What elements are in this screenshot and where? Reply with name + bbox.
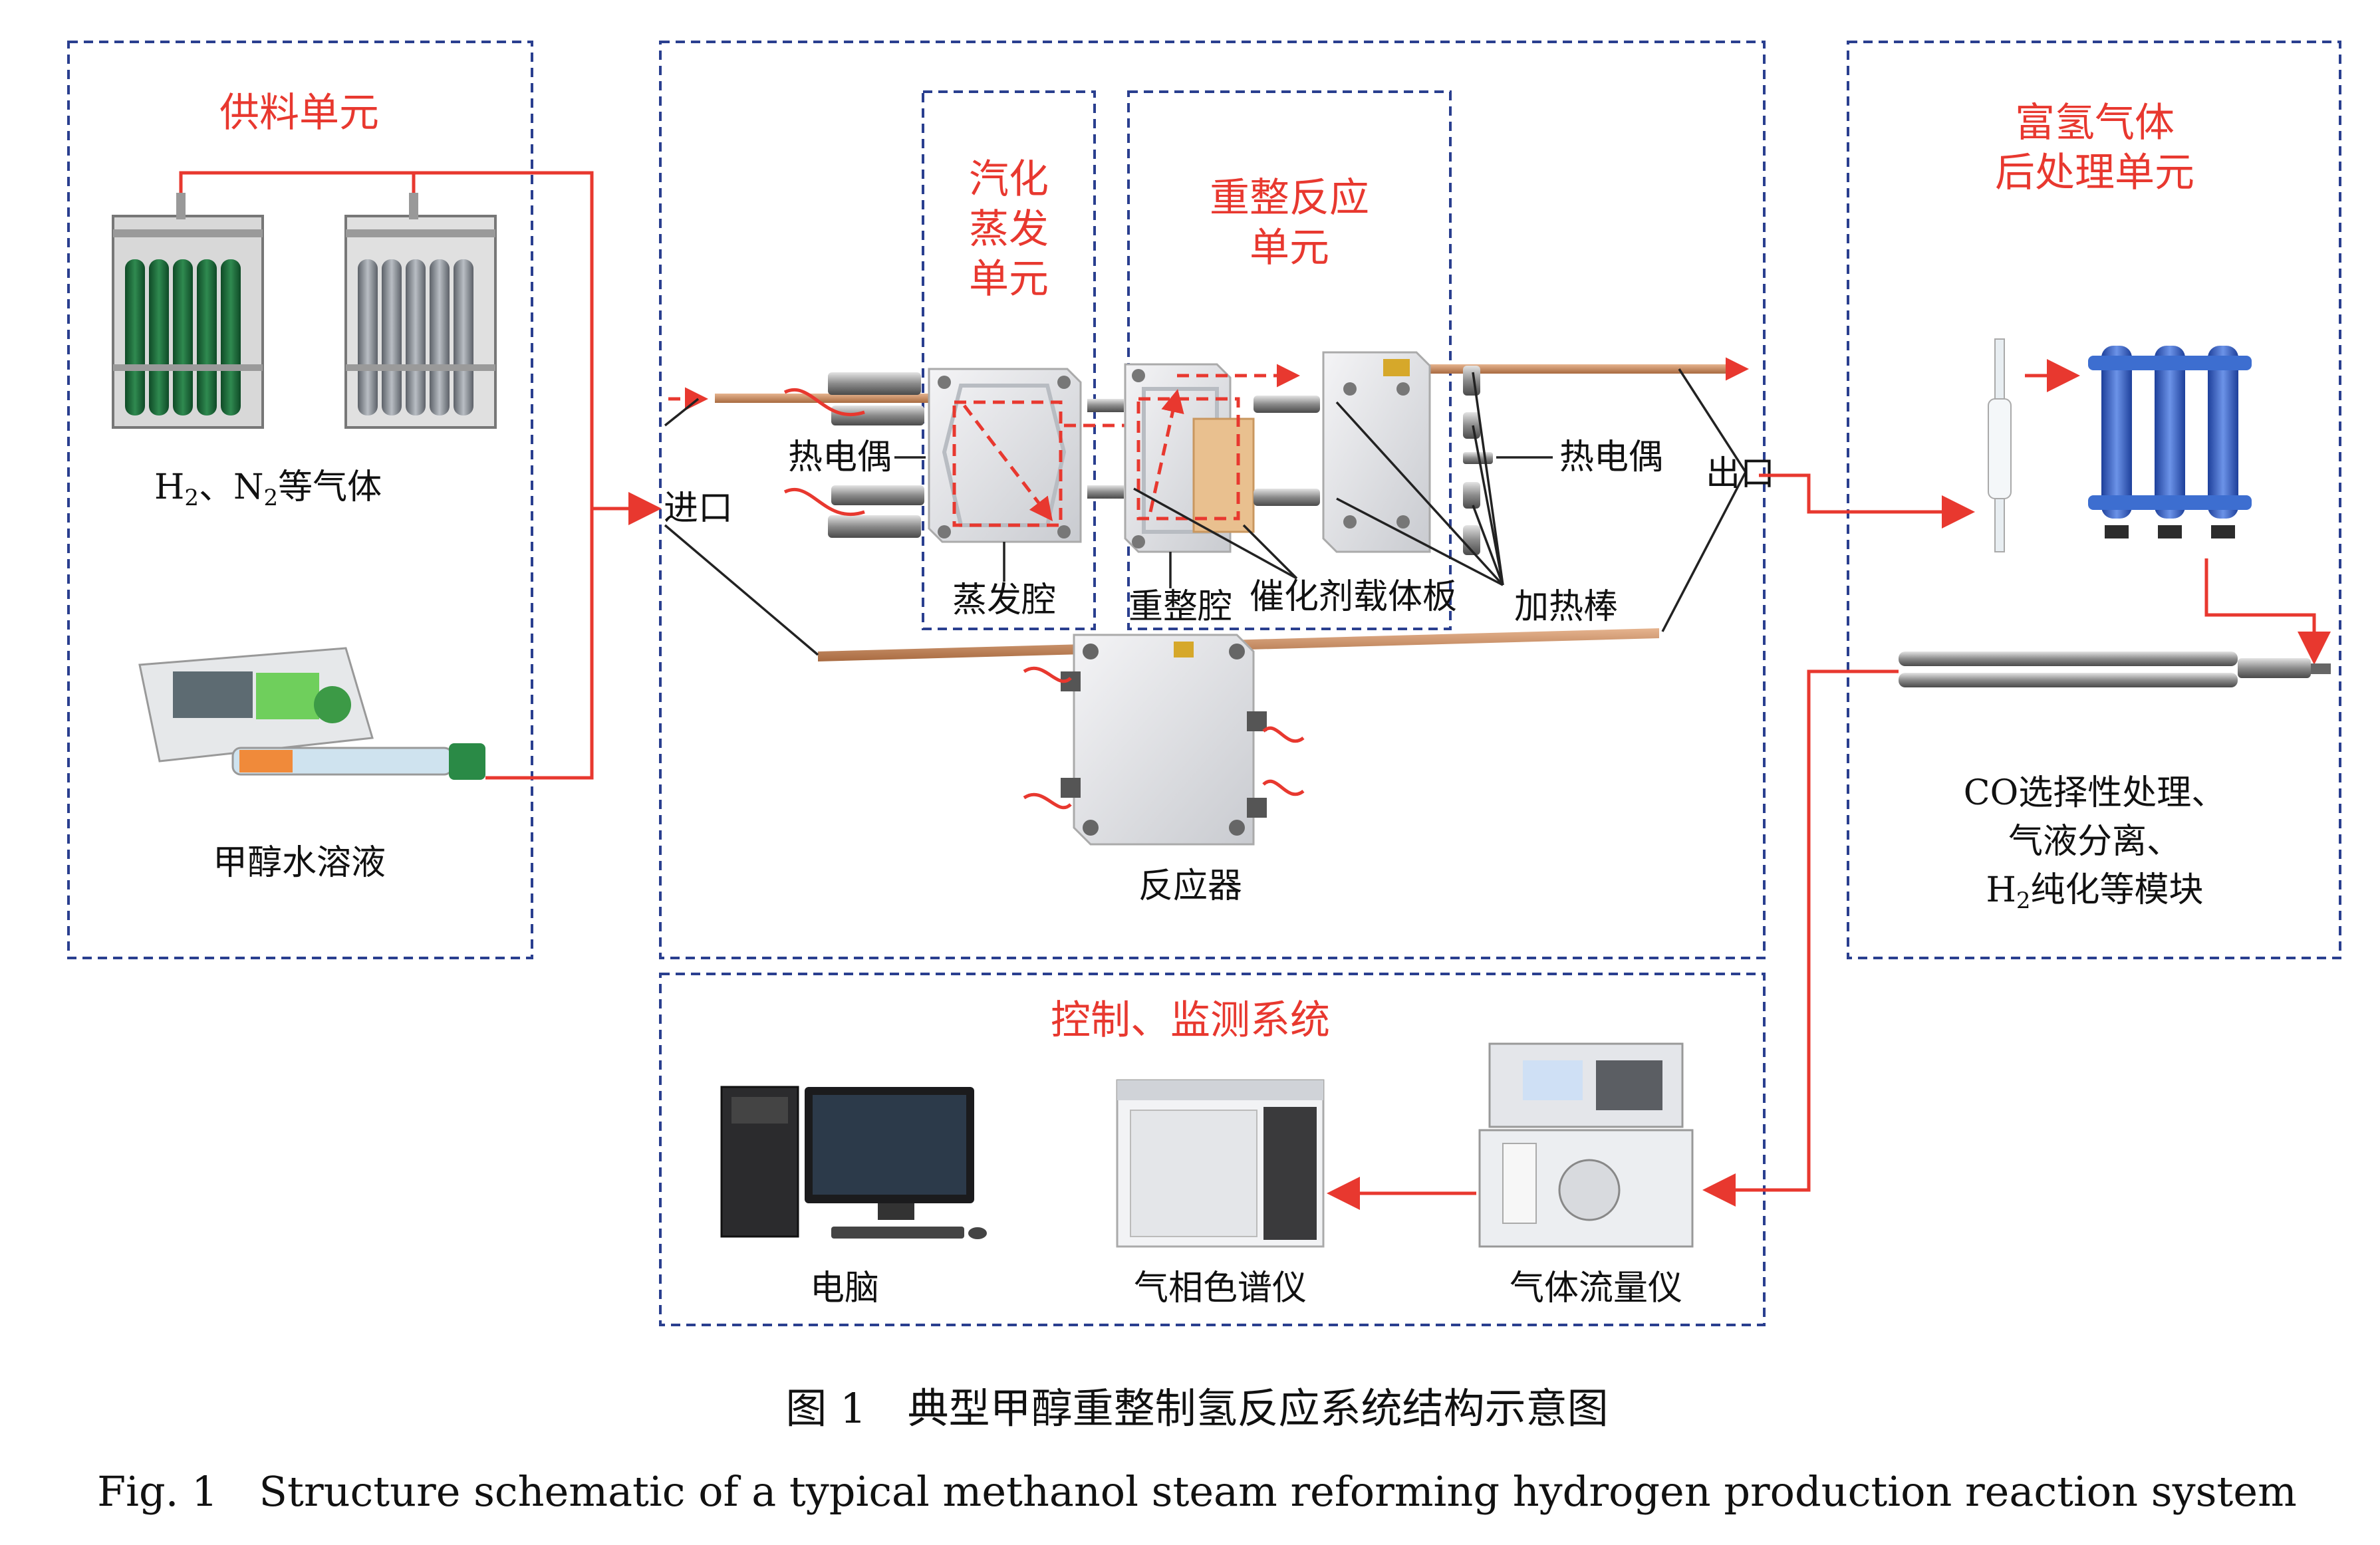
heating-rod-pointer bbox=[1336, 497, 1504, 586]
thermocouple-wire bbox=[1262, 726, 1305, 743]
evaporation-flow-diagonal bbox=[963, 404, 1053, 521]
vaporization-unit-box bbox=[922, 90, 1096, 630]
catalyst-plate-pointer bbox=[1242, 524, 1298, 580]
heat-exchanger-icon bbox=[1899, 652, 2331, 687]
outlet-tube bbox=[1413, 364, 1732, 374]
heating-rod-label: 加热棒 bbox=[1514, 587, 1618, 627]
gases-label: H2、N2等气体 bbox=[154, 467, 382, 511]
thermocouple-right-label: 热电偶 bbox=[1559, 437, 1663, 477]
control-unit-title: 控制、监测系统 bbox=[1051, 997, 1330, 1044]
heating-rod-pointer bbox=[1472, 505, 1504, 586]
module-label-2: 气液分离、 bbox=[2008, 822, 2181, 862]
posttreat-title-1: 富氢气体 bbox=[2015, 100, 2175, 146]
heating-rod-pointer bbox=[1335, 401, 1504, 586]
feed-unit-title: 供料单元 bbox=[219, 90, 379, 136]
vaporization-title-1: 汽化 bbox=[969, 156, 1049, 203]
connector-rod bbox=[1254, 489, 1320, 506]
evaporation-flow-path bbox=[952, 400, 1063, 527]
computer-icon bbox=[720, 1086, 987, 1239]
catalyst-plate-label: 催化剂载体板 bbox=[1250, 577, 1457, 617]
thermocouple-wire bbox=[1023, 666, 1072, 683]
filter-to-cooler-line bbox=[2204, 558, 2331, 665]
inlet-tube bbox=[715, 394, 934, 403]
vaporization-title-2: 蒸发 bbox=[969, 206, 1049, 253]
feed-unit-box bbox=[67, 41, 533, 959]
thermocouple-left-label: 热电偶 bbox=[788, 437, 892, 477]
posttreat-to-flowmeter-line bbox=[1702, 669, 1899, 1207]
flowmeter-label: 气体流量仪 bbox=[1510, 1268, 1682, 1308]
inlet-label: 进口 bbox=[664, 489, 733, 529]
flow-meter-icon bbox=[1478, 1042, 1694, 1248]
inlet-connector-lower bbox=[664, 524, 819, 656]
computer-label: 电脑 bbox=[810, 1268, 879, 1308]
gc-label: 气相色谱仪 bbox=[1134, 1268, 1307, 1308]
reactor-label: 反应器 bbox=[1138, 866, 1242, 906]
filter-cartridge-icon bbox=[2088, 346, 2252, 538]
posttreat-title-2: 后处理单元 bbox=[1995, 150, 2194, 196]
methanol-label: 甲醇水溶液 bbox=[213, 843, 386, 883]
module-label-1: CO选择性处理、 bbox=[1964, 773, 2226, 813]
thermocouple-wire bbox=[1262, 779, 1305, 796]
outlet-to-posttreat-line bbox=[1759, 473, 1975, 529]
inlet-connector bbox=[664, 398, 700, 427]
reforming-title-1: 重整反应 bbox=[1210, 175, 1369, 221]
caption-cn: 图 1 典型甲醇重整制氢反应系统结构示意图 bbox=[785, 1384, 1608, 1433]
reforming-title-2: 单元 bbox=[1250, 225, 1329, 271]
gas-cylinder-rack-icon bbox=[344, 193, 497, 429]
catalyst-plate-pointer-2 bbox=[1133, 487, 1297, 580]
thermocouple-wire-left bbox=[783, 388, 865, 417]
thermocouple-wire bbox=[1023, 792, 1072, 810]
syringe-pump-icon bbox=[138, 647, 485, 780]
reactor-plate-icon bbox=[928, 368, 1082, 543]
outlet-connector bbox=[1661, 368, 1748, 632]
evaporation-chamber-label: 蒸发腔 bbox=[952, 580, 1056, 620]
caption-en: Fig. 1 Structure schematic of a typical … bbox=[97, 1467, 2297, 1516]
heating-rod-pointer bbox=[1472, 425, 1504, 586]
thermocouple-wire-left-2 bbox=[783, 487, 865, 517]
reforming-unit-box bbox=[1127, 90, 1452, 630]
heating-rod-pointer bbox=[1472, 372, 1504, 586]
gas-supply-line bbox=[179, 171, 594, 509]
connector-rod bbox=[1254, 396, 1320, 413]
reactor-plate-icon bbox=[1061, 634, 1267, 846]
reforming-chamber-label: 重整腔 bbox=[1128, 587, 1232, 627]
connector-rod bbox=[1087, 485, 1124, 499]
module-label-3: H2纯化等模块 bbox=[1986, 870, 2203, 914]
control-unit-box bbox=[659, 973, 1766, 1326]
reactor-plate-icon bbox=[1322, 351, 1431, 553]
reforming-flow-up bbox=[1148, 389, 1184, 513]
posttreat-unit-box bbox=[1847, 41, 2341, 959]
heating-rod-icon bbox=[828, 372, 924, 538]
connector-rod bbox=[1087, 399, 1124, 412]
separator-column-icon bbox=[1988, 338, 2012, 552]
heating-rod-icon bbox=[1463, 366, 1493, 555]
catalyst-plate bbox=[1192, 417, 1255, 533]
gas-chromatograph-icon bbox=[1116, 1079, 1325, 1248]
vaporization-title-3: 单元 bbox=[969, 256, 1049, 302]
reforming-flow-path bbox=[1136, 397, 1240, 521]
gas-cylinder-rack-icon bbox=[112, 193, 264, 429]
methanol-supply-line bbox=[485, 509, 594, 780]
